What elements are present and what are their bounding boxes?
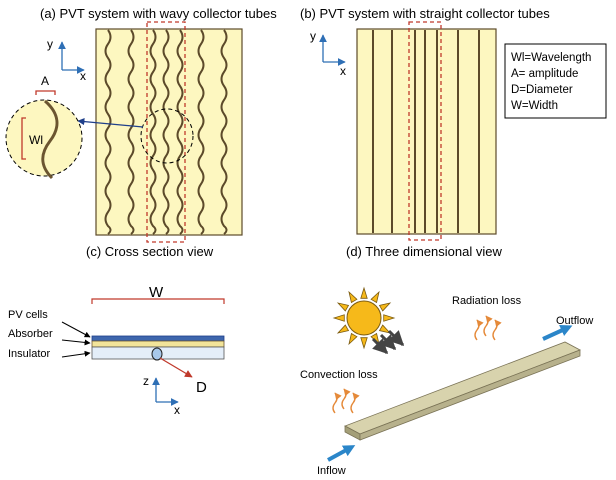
highlight-box-wavy [146, 21, 186, 243]
solar-irradiance-arrows [371, 329, 405, 355]
pv-pointer [61, 321, 91, 338]
zoom-region [140, 108, 194, 164]
sun-ray [378, 324, 392, 334]
panel-d: (d) Three dimensional view Radiation los… [300, 244, 593, 477]
sun-ray [336, 324, 350, 334]
axis-indicator-b: y x [310, 29, 346, 78]
zoom-circle [5, 99, 83, 177]
highlight-box-straight [408, 21, 442, 241]
radiation-heat-arrows [474, 315, 502, 341]
diameter-label: D [196, 379, 207, 396]
heat-loss-arrow [483, 315, 493, 337]
legend-wavelength: Wl=Wavelength [511, 52, 591, 64]
sun-ray [360, 337, 368, 350]
wavy-tube [149, 29, 157, 235]
width-bracket [91, 298, 225, 304]
absorber-layer [91, 340, 225, 348]
axis-z-label: z [143, 374, 149, 388]
legend-box [504, 43, 607, 119]
zoom-arrow [77, 118, 144, 128]
straight-collector-plate [356, 28, 497, 235]
axis-x-label-c: x [174, 403, 180, 417]
pv-layer [91, 335, 225, 342]
wavelength-bracket [21, 117, 26, 160]
panel-b-title: (b) PVT system with straight collector t… [300, 6, 550, 21]
wavelength-label: Wl [29, 133, 43, 147]
wavy-tube [104, 29, 112, 235]
amplitude-label: A [41, 74, 49, 88]
panel-a: (a) PVT system with wavy collector tubes… [5, 6, 277, 243]
legend-amplitude: A= amplitude [511, 68, 578, 80]
wavy-tube [162, 29, 170, 235]
tube-cross-section [151, 347, 163, 361]
panel-c-title: (c) Cross section view [86, 244, 214, 259]
outflow-label: Outflow [556, 315, 593, 327]
panel-d-title: (d) Three dimensional view [346, 244, 502, 259]
pv-cells-label: PV cells [8, 309, 48, 321]
axis-x-label: x [80, 69, 86, 83]
sun-ray [370, 290, 380, 304]
axis-x-label-b: x [340, 64, 346, 78]
insulator-pointer [61, 350, 91, 358]
absorber-label: Absorber [8, 328, 53, 340]
axis-indicator-c: z x [143, 374, 180, 417]
inflow-arrow [327, 445, 356, 462]
panel-b: (b) PVT system with straight collector t… [300, 6, 607, 241]
inflow-label: Inflow [317, 465, 346, 477]
wavy-tube [176, 29, 184, 235]
insulator-label: Insulator [8, 348, 51, 360]
panel-a-title: (a) PVT system with wavy collector tubes [40, 6, 277, 21]
wavy-tube [127, 29, 135, 235]
heat-loss-arrow [350, 392, 360, 414]
sun-ray [332, 314, 345, 322]
sun-ray [383, 314, 396, 322]
pvt-plate-3d [344, 341, 581, 441]
heat-loss-arrow [332, 392, 342, 414]
axis-y-label-b: y [310, 29, 316, 43]
axis-y-label: y [47, 37, 53, 51]
wavy-tubes [104, 29, 228, 235]
legend-width: W=Width [511, 100, 558, 112]
heat-loss-arrow [341, 388, 351, 410]
sun-ray [336, 302, 350, 312]
wavy-tube [220, 29, 228, 235]
panel-c: (c) Cross section view W PV cells Absorb… [8, 244, 225, 417]
radiation-loss-label: Radiation loss [452, 295, 522, 307]
convection-heat-arrows [332, 388, 360, 414]
axis-indicator-a: y x [47, 37, 86, 83]
outflow-arrow [542, 325, 573, 341]
convection-loss-label: Convection loss [300, 369, 378, 381]
width-label: W [149, 284, 164, 301]
sun-ray [378, 302, 392, 312]
heat-loss-arrow [492, 319, 502, 341]
legend-diameter: D=Diameter [511, 84, 573, 96]
absorber-pointer [61, 339, 91, 346]
heat-loss-arrow [474, 319, 484, 341]
zoomed-wavy-tube [41, 99, 59, 180]
amplitude-bracket [35, 90, 56, 95]
sun-ray [348, 290, 358, 304]
sun-ray [348, 332, 358, 346]
diameter-arrow [159, 357, 193, 378]
wavy-tube [197, 29, 205, 235]
straight-tubes [372, 30, 480, 233]
sun-ray [360, 286, 368, 299]
